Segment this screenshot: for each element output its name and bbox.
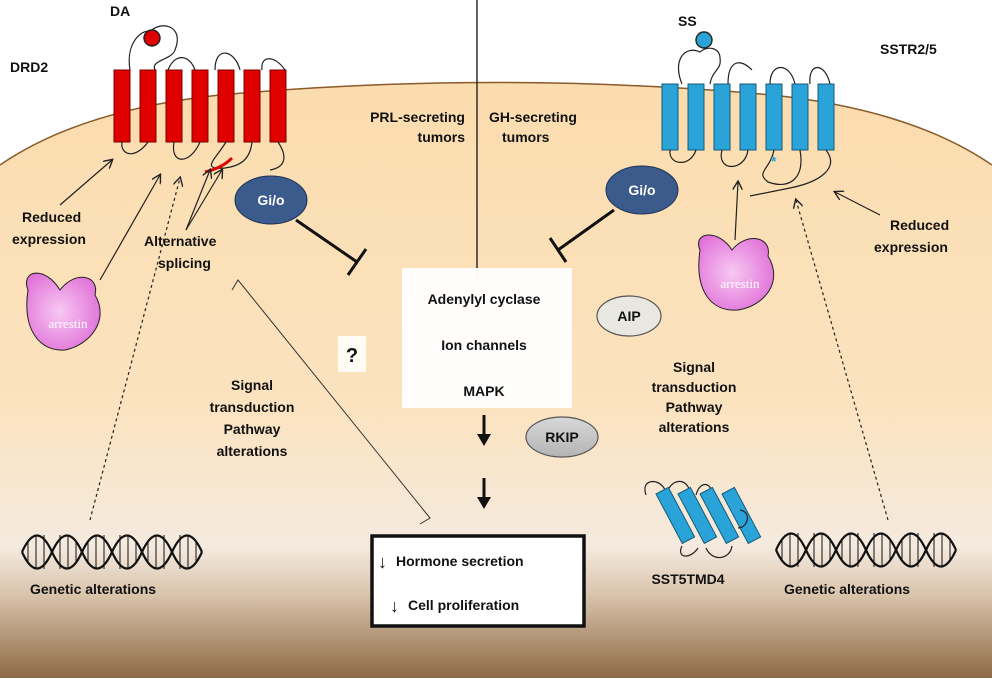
dopamine-ligand-icon: [143, 29, 161, 47]
effector-adenylyl-cyclase: Adenylyl cyclase: [428, 291, 541, 307]
genetic-alterations-left: Genetic alterations: [30, 581, 156, 597]
arrow-arrestin-right: [735, 182, 738, 241]
arrow-reduced-expression-right: [835, 192, 881, 216]
sstr-receptor: *: [661, 47, 835, 197]
receptor-label-sstr: SSTR2/5: [880, 41, 937, 57]
effector-box: [402, 268, 572, 408]
down-arrow-2: [477, 478, 491, 509]
outcome-hormone-secretion: Hormone secretion: [396, 553, 524, 569]
reduced-expression-left-line1: Reduced: [22, 209, 81, 225]
question-box: ?: [338, 336, 366, 372]
drd2-receptor: [113, 25, 287, 174]
signal-label-left-line3: Pathway: [224, 421, 281, 437]
signal-label-left-line4: alterations: [217, 443, 288, 459]
somatostatin-ligand-icon: [695, 31, 713, 49]
tumor-label-prl-line1: PRL-secreting: [370, 109, 465, 125]
inhibition-arrow-right: [557, 208, 615, 252]
effector-ion-channels: Ion channels: [441, 337, 527, 353]
svg-text:?: ?: [346, 345, 358, 367]
reduced-expression-right-line2: expression: [874, 239, 948, 255]
arrow-alt-splicing-left-1: [185, 170, 210, 231]
inhibition-bar-right: [548, 237, 568, 263]
aip-label: AIP: [617, 308, 640, 324]
alt-splicing-line1: Alternative: [144, 233, 217, 249]
rkip-protein: [525, 416, 599, 458]
outcome-arrow-hormone: ↓: [378, 552, 387, 572]
signal-label-right-line4: alterations: [659, 419, 730, 435]
ligand-label-da: DA: [110, 3, 130, 19]
gio-label-right: Gi/o: [628, 182, 655, 198]
dashed-arrow-genetic-left: [89, 178, 180, 521]
ligand-label-ss: SS: [678, 13, 697, 29]
tumor-label-prl-line2: tumors: [418, 129, 466, 145]
arrestin-icon-right: [698, 234, 775, 311]
arrestin-label-right: arrestin: [721, 276, 760, 291]
inhibition-arrow-left: [295, 218, 358, 264]
signal-label-right-line3: Pathway: [666, 399, 723, 415]
dna-icon-left: [20, 534, 204, 570]
tumor-label-gh-line2: tumors: [502, 129, 550, 145]
receptor-label-drd2: DRD2: [10, 59, 48, 75]
signal-bracket-left: [231, 279, 431, 525]
reduced-expression-left-line2: expression: [12, 231, 86, 247]
arrestin-label-left: arrestin: [49, 316, 88, 331]
down-arrow-1: [477, 415, 491, 446]
signal-label-right-line1: Signal: [673, 359, 715, 375]
effector-mapk: MAPK: [463, 383, 504, 399]
sst5tmd4-receptor: [644, 480, 762, 559]
gio-protein-right: [605, 165, 679, 215]
dashed-arrow-genetic-right: [796, 200, 889, 521]
outcome-arrow-proliferation: ↓: [390, 596, 399, 616]
tumor-label-gh-line1: GH-secreting: [489, 109, 577, 125]
arrow-arrestin-left: [99, 175, 160, 281]
gio-protein-left: [234, 175, 308, 225]
signal-label-left-line1: Signal: [231, 377, 273, 393]
genetic-alterations-right: Genetic alterations: [784, 581, 910, 597]
svg-text:*: *: [771, 153, 777, 169]
aip-protein: [596, 295, 662, 337]
inhibition-bar-left: [346, 248, 368, 276]
arrow-alt-splicing-left-2: [185, 170, 222, 231]
reduced-expression-right-line1: Reduced: [890, 217, 949, 233]
dna-icon-right: [774, 532, 958, 568]
signal-label-right-line2: transduction: [652, 379, 737, 395]
sst5tmd4-label: SST5TMD4: [651, 571, 724, 587]
rkip-label: RKIP: [545, 429, 578, 445]
signal-label-left-line2: transduction: [210, 399, 295, 415]
outcome-cell-proliferation: Cell proliferation: [408, 597, 519, 613]
alt-splicing-line2: splicing: [158, 255, 211, 271]
outcome-box: [370, 534, 586, 628]
gio-label-left: Gi/o: [257, 192, 284, 208]
arrow-reduced-expression-left: [59, 160, 112, 206]
arrestin-icon-left: [26, 272, 101, 351]
